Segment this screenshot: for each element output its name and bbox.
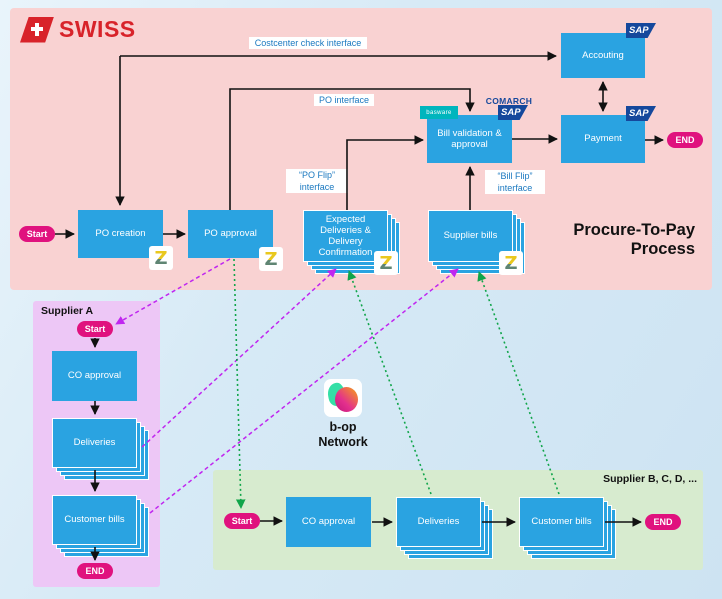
p2p-start-pill: Start (19, 226, 55, 242)
supplier-bills-stack: Supplier bills (428, 210, 525, 274)
z-glyph: Z (504, 252, 518, 274)
supplier-bcd-customer-bills-stack: Customer bills (519, 497, 616, 559)
p2p-end-pill: END (667, 132, 703, 148)
z-glyph: Z (264, 248, 278, 270)
expected-deliveries-stack: Expected Deliveries & Delivery Confirmat… (303, 210, 400, 274)
sap-logo-accounting: SAP (626, 23, 656, 38)
sap-logo-bill-validation: SAP (498, 105, 528, 120)
supplier-a-co-approval-box: CO approval (52, 351, 137, 401)
basware-badge: basware (420, 106, 458, 119)
supplier-bcd-deliveries-box: Deliveries (396, 497, 481, 547)
supplier-a-end-pill: END (77, 563, 113, 579)
accounting-box: Accouting (561, 33, 645, 78)
expected-deliveries-box: Expected Deliveries & Delivery Confirmat… (303, 210, 388, 262)
bill-flip-line1: “Bill Flip” (497, 171, 533, 181)
z-glyph: Z (379, 252, 393, 274)
supplier-a-deliveries-box: Deliveries (52, 418, 137, 468)
z-app-icon: Z Z (259, 247, 283, 271)
bill-flip-line2: interface (497, 183, 533, 194)
sap-logo-payment: SAP (626, 106, 656, 121)
swiss-cross-icon (31, 26, 43, 31)
dashed-sa-deliveries-to-expected-deliveries (141, 268, 337, 448)
po-flip-line2: interface (299, 182, 335, 193)
supplier-bcd-end-pill: END (645, 514, 681, 530)
dotted-sb-bills-to-supplier-bills (477, 271, 560, 495)
z-glyph: Z (264, 248, 278, 270)
z-app-icon: Z Z (374, 251, 398, 275)
swiss-wordmark: SWISS (59, 16, 136, 42)
costcenter-interface-label: Costcenter check interface (249, 37, 367, 50)
z-glyph: Z (154, 247, 168, 269)
supplier-a-customer-bills-box: Customer bills (52, 495, 137, 545)
po-interface-label: PO interface (314, 94, 374, 107)
z-app-icon: Z Z (149, 246, 173, 270)
supplier-a-start-pill: Start (77, 321, 113, 337)
bop-network-icon (324, 379, 362, 417)
supplier-bcd-customer-bills-box: Customer bills (519, 497, 604, 547)
po-creation-box: PO creation (78, 210, 163, 258)
supplier-bcd-co-approval-box: CO approval (286, 497, 371, 547)
supplier-bcd-deliveries-stack: Deliveries (396, 497, 493, 559)
bill-flip-interface-label: “Bill Flip” interface (485, 170, 545, 195)
swiss-logo: SWISS (20, 16, 136, 43)
po-flip-line1: “PO Flip” (299, 170, 335, 180)
bop-line1: b-op (329, 420, 357, 434)
swiss-tailfin-icon (20, 16, 54, 43)
bop-gradient-circle (335, 387, 358, 412)
bop-network-label: b-op Network (308, 420, 378, 450)
z-app-icon: Z Z (499, 251, 523, 275)
bill-validation-box: Bill validation & approval (427, 115, 512, 163)
supplier-a-title: Supplier A (41, 305, 94, 317)
supplier-bcd-start-pill: Start (224, 513, 260, 529)
po-flip-interface-label: “PO Flip” interface (286, 169, 348, 194)
supplier-bcd-title: Supplier B, C, D, ... (603, 473, 697, 485)
po-approval-box: PO approval (188, 210, 273, 258)
comarch-logo: COMARCH (485, 96, 533, 106)
procure-to-pay-title: Procure-To-Pay Process (573, 221, 695, 259)
payment-box: Payment (561, 115, 645, 163)
bop-line2: Network (318, 435, 368, 449)
supplier-a-customer-bills-stack: Customer bills (52, 495, 149, 557)
z-glyph: Z (504, 252, 518, 274)
supplier-bills-box: Supplier bills (428, 210, 513, 262)
supplier-a-deliveries-stack: Deliveries (52, 418, 149, 480)
